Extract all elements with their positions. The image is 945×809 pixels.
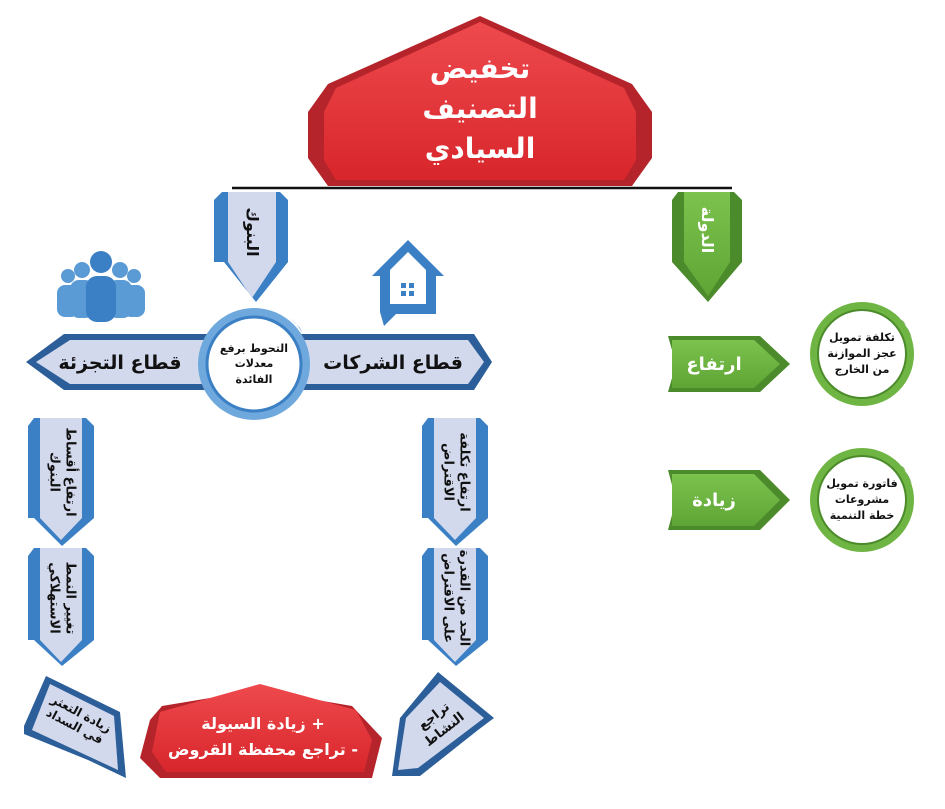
center-circle-line-2: معدلات xyxy=(234,357,274,371)
corporate-effect-1-line-2: الاقتراض xyxy=(440,443,455,501)
state-circle-2-text: فاتورة تمويل مشروعات خطة التنمية xyxy=(822,472,902,528)
center-circle-text: التحوط برفع معدلات الفائدة xyxy=(210,332,298,396)
retail-sector-label: قطاع التجزئة xyxy=(58,352,182,374)
center-circle-shape xyxy=(198,308,310,420)
retail-effect-2-line-2: الاستهلاكي xyxy=(46,562,61,634)
title-line-3: السيادي xyxy=(424,131,536,165)
state-arrow-increase xyxy=(668,470,790,530)
title-text: تخفيض التصنيف السيادي xyxy=(340,44,620,174)
state-circle-2-line-1: فاتورة تمويل xyxy=(826,477,898,491)
title-line-1: تخفيض xyxy=(429,52,531,86)
state-circle-2-line-2: مشروعات xyxy=(834,493,890,507)
outcome-text: + زيادة السيولة - تراجع محفظة القروض xyxy=(160,706,366,768)
state-circle-1-line-1: تكلفة تمويل xyxy=(829,331,895,345)
title-shape xyxy=(308,16,652,186)
outcome-line-2: - تراجع محفظة القروض xyxy=(168,740,358,759)
state-effect-increase-label: زيادة xyxy=(692,489,736,511)
state-circle-1-line-3: من الخارج xyxy=(834,362,890,376)
state-label: الدولة xyxy=(698,206,717,254)
retail-arrow-3 xyxy=(24,676,126,778)
title-line-2: التصنيف xyxy=(422,92,538,126)
corporate-effect-1-line-1: ارتفاع تكلفة xyxy=(456,432,472,512)
outcome-banner-shape xyxy=(140,684,382,778)
corporate-sector-label: قطاع الشركات xyxy=(323,352,463,374)
corporate-arrow-3 xyxy=(392,672,494,776)
retail-effect-1-line-1: ارتفاع أقساط xyxy=(62,427,78,517)
state-circle-1-line-2: عجز الموازنة xyxy=(827,347,897,361)
retail-effect-2: تغيير النمط الاستهلاكي xyxy=(45,561,78,635)
corporate-arrow-2 xyxy=(422,548,488,666)
corporate-effect-2-line-2: على الاقتراض xyxy=(440,553,455,643)
center-circle-line-3: الفائدة xyxy=(235,372,273,386)
state-effect-rise-label: ارتفاع xyxy=(686,353,742,375)
retail-effect-1-line-2: البنوك xyxy=(46,451,61,493)
people-group-icon xyxy=(57,251,145,322)
corporate-effect-2-line-1: الحد من القدرة xyxy=(456,549,472,647)
center-circle-line-1: التحوط برفع xyxy=(219,341,289,355)
state-circle-1-shape xyxy=(810,302,914,406)
state-arrow xyxy=(672,192,742,302)
banks-label: البنوك xyxy=(243,207,262,257)
outcome-line-1: + زيادة السيولة xyxy=(201,714,325,734)
retail-arrow-1 xyxy=(28,418,94,546)
corporate-arrow-1 xyxy=(422,418,488,546)
house-chat-icon xyxy=(372,240,444,326)
state-circle-2-shape xyxy=(810,448,914,552)
retail-effect-2-line-1: تغيير النمط xyxy=(62,561,78,635)
corporate-effect-1: ارتفاع تكلفة الاقتراض xyxy=(439,432,472,512)
retail-arrow-2 xyxy=(28,548,94,666)
banks-arrow xyxy=(214,192,288,302)
state-circle-2-line-3: خطة التنمية xyxy=(829,508,895,522)
retail-effect-1: ارتفاع أقساط البنوك xyxy=(45,427,78,517)
state-arrow-rise xyxy=(668,336,790,392)
state-circle-1-text: تكلفة تمويل عجز الموازنة من الخارج xyxy=(822,326,902,382)
corporate-effect-2: الحد من القدرة على الاقتراض xyxy=(439,549,472,647)
